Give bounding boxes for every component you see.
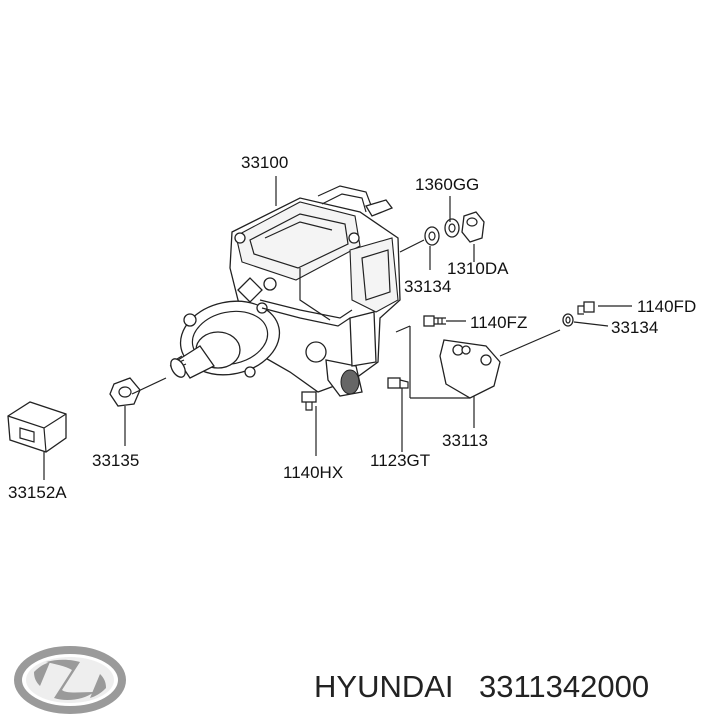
label-33113: 33113 (442, 431, 488, 450)
label-1310DA: 1310DA (447, 259, 509, 278)
label-1123GT: 1123GT (370, 451, 430, 470)
part-labels: 33100 1360GG 1310DA 33134 1140FZ 1140FD … (8, 153, 696, 502)
label-33134-top: 33134 (404, 277, 451, 296)
label-33100: 33100 (241, 153, 288, 172)
label-1140FZ: 1140FZ (470, 313, 527, 332)
part-number: 3311342000 (479, 669, 649, 704)
brand-name: HYUNDAI (314, 669, 454, 704)
leader-lines (43, 176, 632, 480)
washer-33134-top (424, 226, 440, 246)
label-33134-right: 33134 (611, 318, 658, 337)
label-1140HX: 1140HX (283, 463, 343, 482)
label-33152A: 33152A (8, 483, 67, 502)
label-33135: 33135 (92, 451, 139, 470)
label-1360GG: 1360GG (415, 175, 479, 194)
label-1140FD: 1140FD (637, 297, 696, 316)
hardware-drawings (7, 211, 595, 453)
hyundai-logo-icon (14, 646, 126, 714)
injection-pump-drawing (169, 185, 401, 397)
